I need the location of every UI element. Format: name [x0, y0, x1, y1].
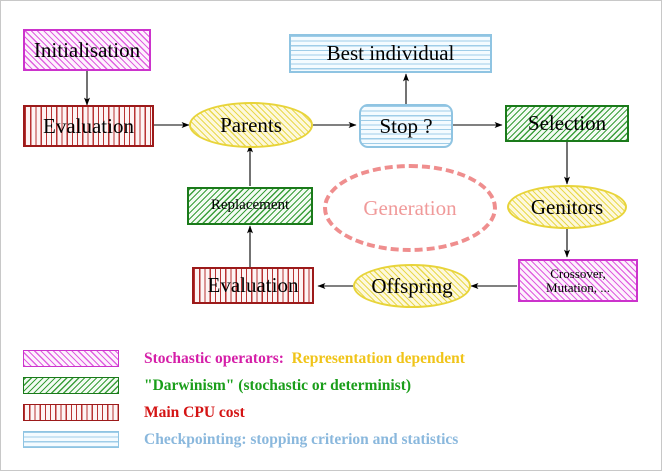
- legend-row: Stochastic operators: Representation dep…: [23, 345, 643, 372]
- legend-row: "Darwinism" (stochastic or determinist): [23, 372, 643, 399]
- legend-swatch-darwinism: [23, 377, 119, 394]
- legend: Stochastic operators: Representation dep…: [23, 345, 643, 453]
- legend-label-main-cpu-cost: Main CPU cost: [144, 403, 245, 421]
- node-best-individual[interactable]: Best individual: [289, 34, 492, 73]
- node-genitors[interactable]: Genitors: [507, 185, 627, 229]
- node-offspring[interactable]: Offspring: [353, 264, 471, 308]
- node-crossover-mutation[interactable]: Crossover, Mutation, ...: [518, 259, 638, 302]
- node-parents-label: Parents: [220, 112, 282, 137]
- node-genitors-label: Genitors: [530, 194, 604, 219]
- node-evaluation-bottom-label: Evaluation: [207, 273, 299, 298]
- node-parents[interactable]: Parents: [189, 102, 313, 148]
- node-best-individual-label: Best individual: [326, 41, 455, 66]
- legend-swatch-checkpointing: [23, 431, 119, 448]
- legend-text-primary: Stochastic operators:: [144, 349, 284, 367]
- node-generation-group: Generation: [323, 164, 497, 252]
- node-evaluation-top[interactable]: Evaluation: [23, 105, 154, 147]
- node-evaluation-bottom[interactable]: Evaluation: [192, 267, 314, 304]
- node-selection-label: Selection: [527, 111, 607, 136]
- node-evaluation-top-label: Evaluation: [43, 113, 134, 138]
- node-replacement-label: Replacement: [210, 197, 290, 214]
- node-generation-label: Generation: [363, 195, 457, 220]
- node-offspring-label: Offspring: [371, 273, 453, 298]
- node-replacement[interactable]: Replacement: [187, 187, 313, 225]
- node-initialisation[interactable]: Initialisation: [23, 29, 151, 71]
- node-stop-label: Stop ?: [379, 113, 433, 138]
- legend-swatch-main-cpu-cost: [23, 404, 119, 421]
- node-crossover-mutation-label: Crossover, Mutation, ...: [546, 265, 610, 295]
- legend-row: Main CPU cost: [23, 399, 643, 426]
- legend-swatch-stochastic-operators: [23, 350, 119, 367]
- legend-text-secondary: Representation dependent: [283, 349, 465, 367]
- node-stop[interactable]: Stop ?: [359, 104, 453, 148]
- legend-label-darwinism: "Darwinism" (stochastic or determinist): [144, 376, 412, 394]
- legend-label-checkpointing: Checkpointing: stopping criterion and st…: [144, 430, 459, 448]
- legend-row: Checkpointing: stopping criterion and st…: [23, 426, 643, 453]
- legend-label-stochastic-operators: Stochastic operators: Representation dep…: [144, 350, 465, 368]
- node-selection[interactable]: Selection: [505, 105, 629, 142]
- node-initialisation-label: Initialisation: [33, 37, 141, 62]
